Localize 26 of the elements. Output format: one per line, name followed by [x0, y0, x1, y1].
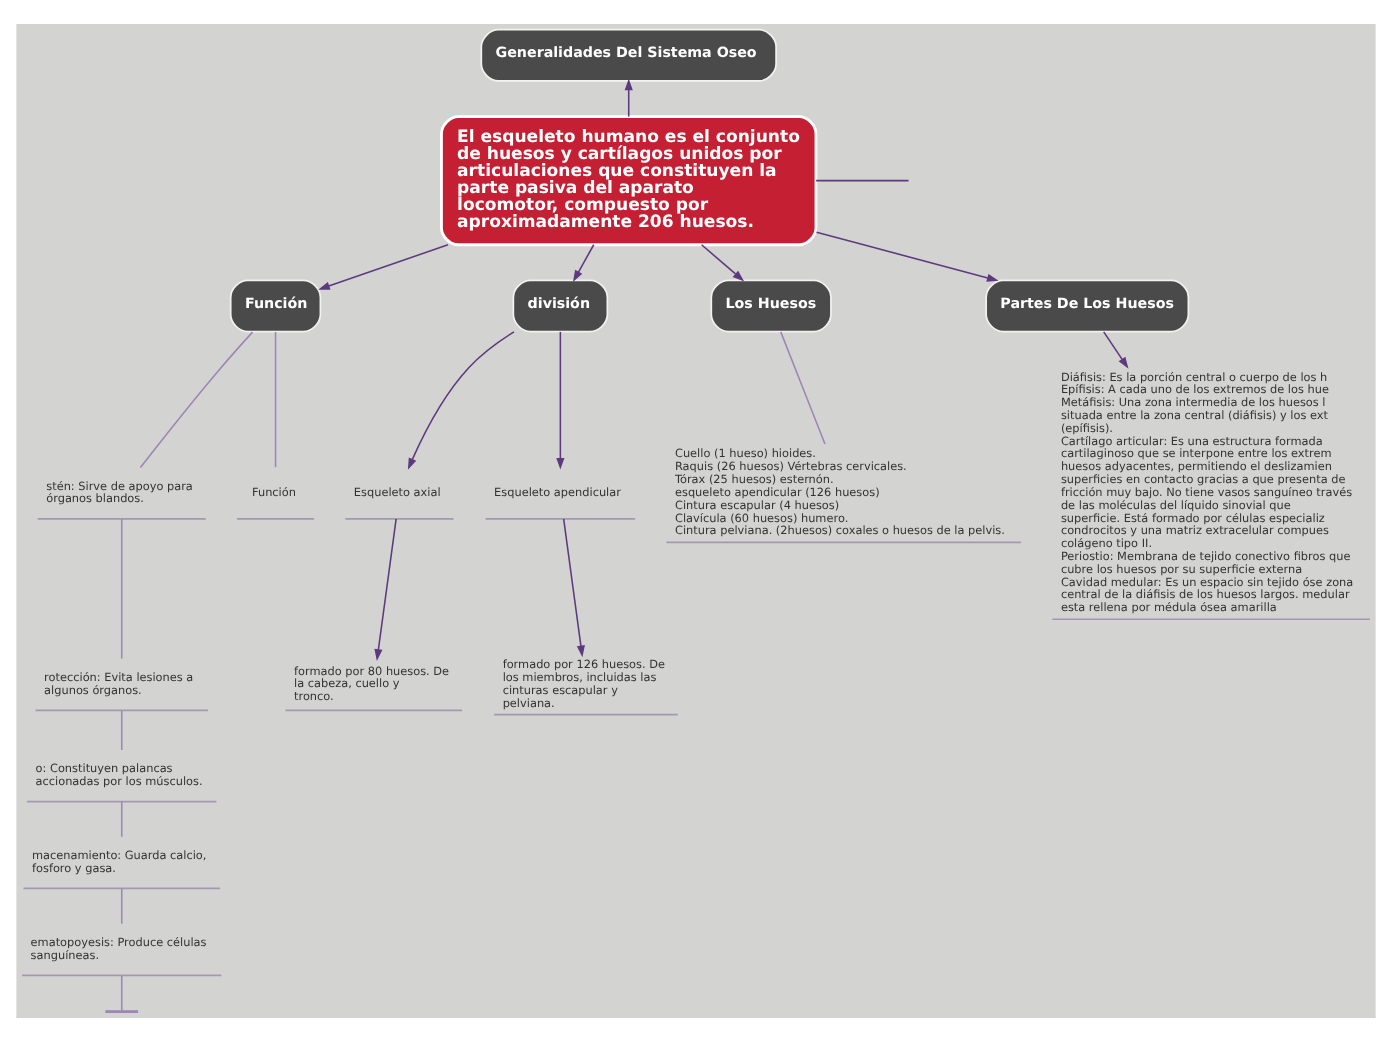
connector: [120, 799, 123, 837]
arrow: [374, 517, 397, 660]
node-box: Función: [229, 278, 322, 332]
connector: [120, 709, 123, 750]
arrow: [562, 517, 585, 657]
connector: [779, 330, 826, 444]
node-box: división: [512, 278, 609, 332]
connector: [120, 517, 123, 659]
arrow: [700, 242, 745, 281]
node-box: Partes De Los Huesos: [985, 278, 1190, 332]
arrow: [815, 230, 999, 281]
arrow: [572, 242, 595, 281]
arrow: [407, 330, 515, 469]
connector: [274, 330, 277, 467]
connector: [120, 886, 123, 924]
connector: [139, 330, 254, 468]
node-box: El esqueleto humano es el conjunto de huesos y cartílagos unidos por articulaciones que constituyen la parte pasiva del aparato locomotor, compuesto por aproximadamente 206 huesos.: [440, 114, 818, 246]
node-box: Los Huesos: [710, 278, 832, 332]
arrow: [624, 77, 633, 117]
arrow: [318, 242, 449, 289]
arrow: [1102, 330, 1129, 368]
connector: [815, 178, 910, 181]
arrow: [556, 330, 565, 469]
node-box: Generalidades Del Sistema Oseo: [480, 27, 777, 81]
connector: [120, 973, 123, 1011]
node-bar: [105, 1009, 139, 1012]
